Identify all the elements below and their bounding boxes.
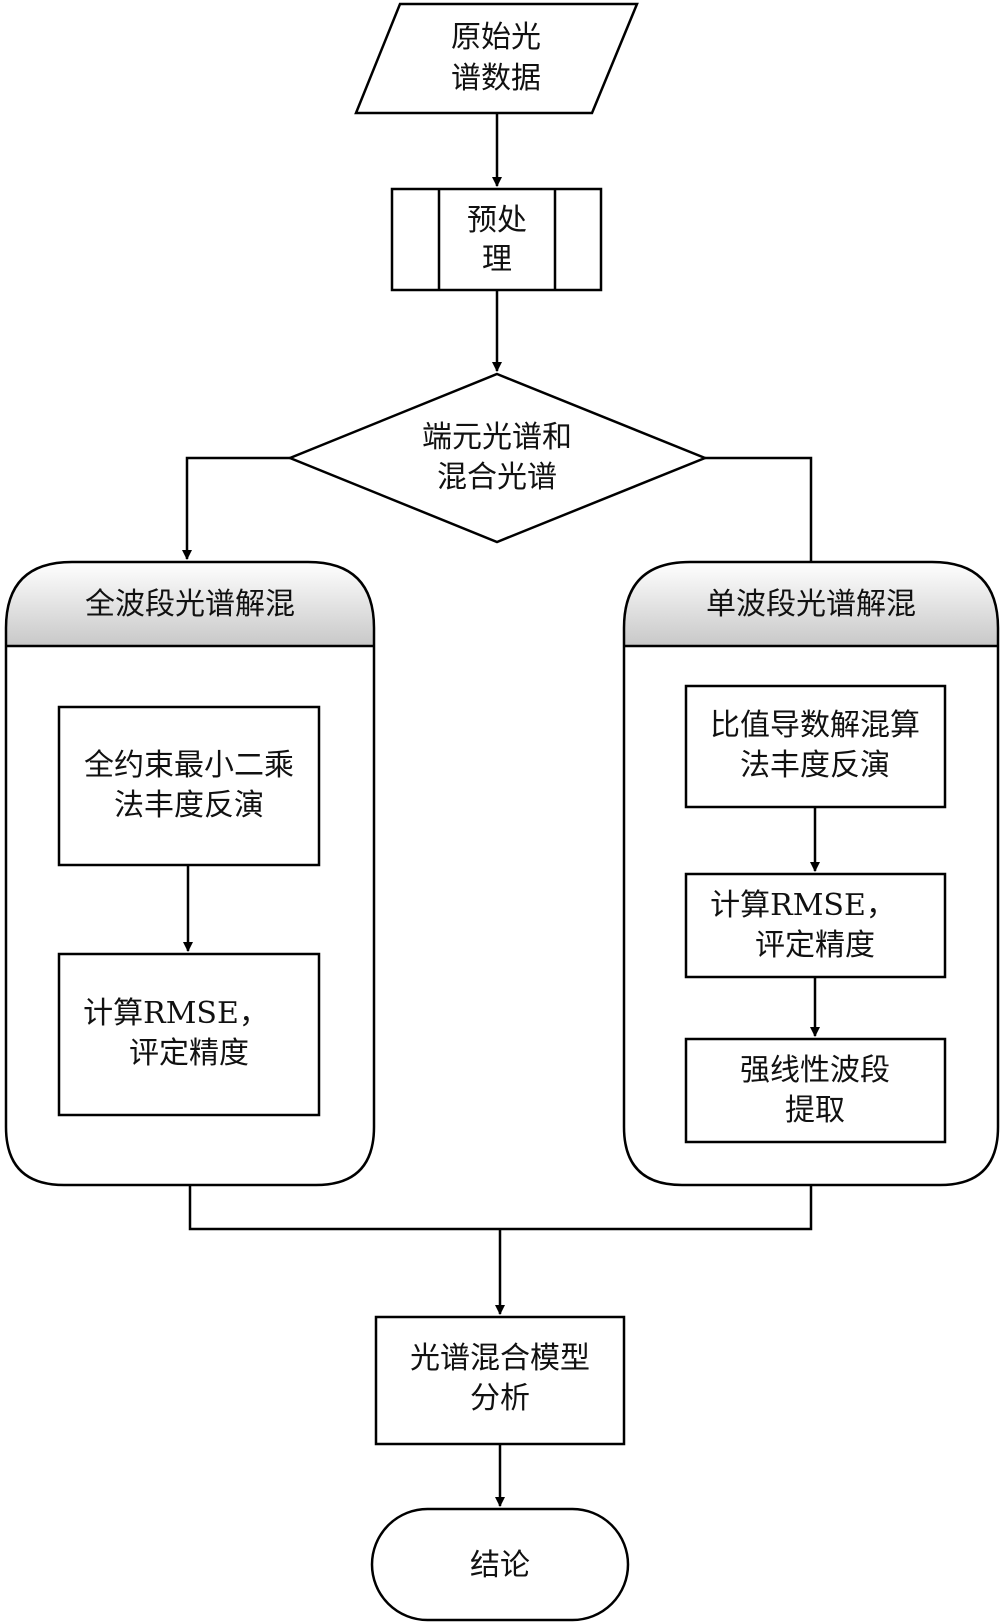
full-band-unmixing-group: 全波段光谱解混 bbox=[4, 560, 376, 1187]
raw-spectra-label-line2: 谱数据 bbox=[451, 61, 541, 96]
conclusion-label: 结论 bbox=[470, 1548, 530, 1583]
ratio-derivative-node: 比值导数解混算 法丰度反演 bbox=[684, 684, 947, 809]
ratio-derivative-label-line1: 比值导数解混算 bbox=[710, 708, 920, 743]
merge-line bbox=[188, 1185, 813, 1231]
preprocess-label-line2: 理 bbox=[482, 242, 512, 277]
decision-label-line2: 混合光谱 bbox=[437, 460, 557, 495]
band-extraction-label-line2: 提取 bbox=[785, 1093, 845, 1128]
left-rmse-node: 计算RMSE， 评定精度 bbox=[57, 952, 321, 1117]
mixing-model-analysis-node: 光谱混合模型 分析 bbox=[374, 1315, 626, 1446]
analysis-label-line2: 分析 bbox=[470, 1381, 530, 1416]
line-decision-to-right bbox=[705, 456, 813, 562]
preprocess-label-line1: 预处 bbox=[467, 203, 527, 238]
left-rmse-label-line2: 评定精度 bbox=[129, 1036, 249, 1071]
single-band-unmixing-title: 单波段光谱解混 bbox=[706, 587, 916, 622]
raw-spectra-label-line1: 原始光 bbox=[451, 20, 541, 55]
decision-node: 端元光谱和 混合光谱 bbox=[286, 372, 709, 544]
single-band-unmixing-group: 单波段光谱解混 bbox=[622, 560, 1000, 1187]
left-rmse-label-line1: 计算RMSE， bbox=[83, 996, 269, 1031]
right-rmse-node: 计算RMSE， 评定精度 bbox=[684, 872, 947, 979]
conclusion-node: 结论 bbox=[370, 1507, 630, 1622]
right-rmse-label-line1: 计算RMSE， bbox=[710, 888, 896, 923]
ratio-derivative-label-line2: 法丰度反演 bbox=[740, 748, 890, 783]
band-extraction-node: 强线性波段 提取 bbox=[684, 1037, 947, 1144]
decision-label-line1: 端元光谱和 bbox=[422, 420, 572, 455]
fcls-label-line2: 法丰度反演 bbox=[114, 788, 264, 823]
right-rmse-label-line2: 评定精度 bbox=[755, 928, 875, 963]
full-band-unmixing-title: 全波段光谱解混 bbox=[85, 587, 295, 622]
arrow-decision-to-left bbox=[182, 456, 290, 560]
raw-spectra-node: 原始光 谱数据 bbox=[354, 2, 639, 115]
fcls-abundance-node: 全约束最小二乘 法丰度反演 bbox=[57, 705, 321, 867]
band-extraction-label-line1: 强线性波段 bbox=[740, 1053, 890, 1088]
fcls-label-line1: 全约束最小二乘 bbox=[84, 748, 294, 783]
analysis-label-line1: 光谱混合模型 bbox=[410, 1341, 590, 1376]
preprocess-node: 预处 理 bbox=[390, 187, 603, 292]
